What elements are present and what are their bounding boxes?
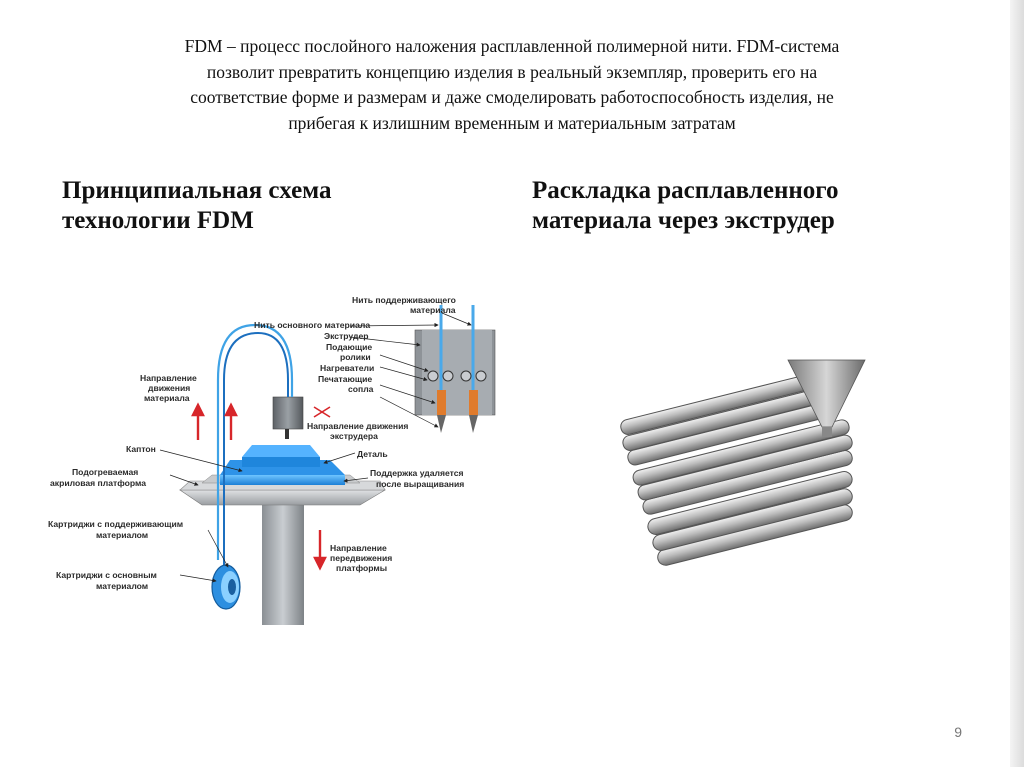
label-kapton: Каптон (126, 444, 156, 454)
label-feed-rollers: Подающие (326, 342, 372, 352)
label-support-filament: Нить поддерживающего (352, 295, 456, 305)
intro-line: позволит превратить концепцию изделия в … (206, 61, 818, 82)
label-nozzles-2: сопла (348, 384, 374, 394)
label-platform-2: акриловая платформа (50, 478, 146, 488)
label-support-removed-2: после выращивания (376, 479, 464, 489)
slide-edge (1010, 0, 1024, 767)
label-material-move: Направление (140, 373, 197, 383)
label-cartridge-support-2: материалом (96, 530, 148, 540)
label-material-move-3: материала (144, 393, 190, 403)
label-platform: Подогреваемая (72, 467, 138, 477)
intro-line: соответствие форме и размерам и даже смо… (190, 87, 834, 107)
label-part: Деталь (357, 449, 388, 459)
label-cartridge-main-2: материалом (96, 581, 148, 591)
extruder-head (272, 396, 304, 430)
label-cartridge-main: Картриджи с основным (56, 570, 157, 580)
label-platform-move: Направление (330, 543, 387, 553)
fdm-scheme-diagram: Нить поддерживающего материала Нить осно… (30, 285, 500, 630)
heading-line: технологии FDM (62, 207, 254, 234)
support-column (262, 495, 304, 625)
heading-line: материала через экструдер (532, 207, 835, 234)
fdm-scheme-heading: Принципиальная схема технологии FDM (62, 176, 482, 236)
intro-line: прибегая к излишним временным и материал… (288, 112, 736, 133)
label-platform-move-3: платформы (336, 563, 387, 573)
label-heaters: Нагреватели (320, 363, 374, 373)
label-platform-move-2: передвижения (330, 553, 392, 563)
label-support-removed: Поддержка удаляется (370, 468, 464, 478)
label-extruder-move-2: экструдера (330, 431, 378, 441)
label-extruder-move: Направление движения (307, 421, 408, 431)
heading-line: Раскладка расплавленного (532, 177, 839, 204)
label-material-move-2: движения (148, 383, 190, 393)
label-extruder: Экструдер (324, 331, 368, 341)
filament-layers (620, 374, 853, 566)
heated-platform (179, 489, 387, 506)
label-feed-rollers-2: ролики (340, 352, 371, 362)
page-number: 9 (954, 724, 962, 740)
intro-paragraph: FDM – процесс послойного наложения распл… (70, 34, 954, 136)
extruder-layout-heading: Раскладка расплавленного материала через… (532, 176, 952, 236)
label-support-filament-2: материала (410, 305, 456, 315)
intro-line: FDM – процесс послойного наложения распл… (184, 36, 840, 56)
label-cartridge-support: Картриджи с поддерживающим (48, 519, 183, 529)
heading-line: Принципиальная схема (62, 177, 332, 204)
main-filament-line (216, 323, 294, 560)
label-main-filament: Нить основного материала (254, 320, 370, 330)
extruder-layout-illustration (610, 345, 880, 580)
label-nozzles: Печатающие (318, 374, 372, 384)
